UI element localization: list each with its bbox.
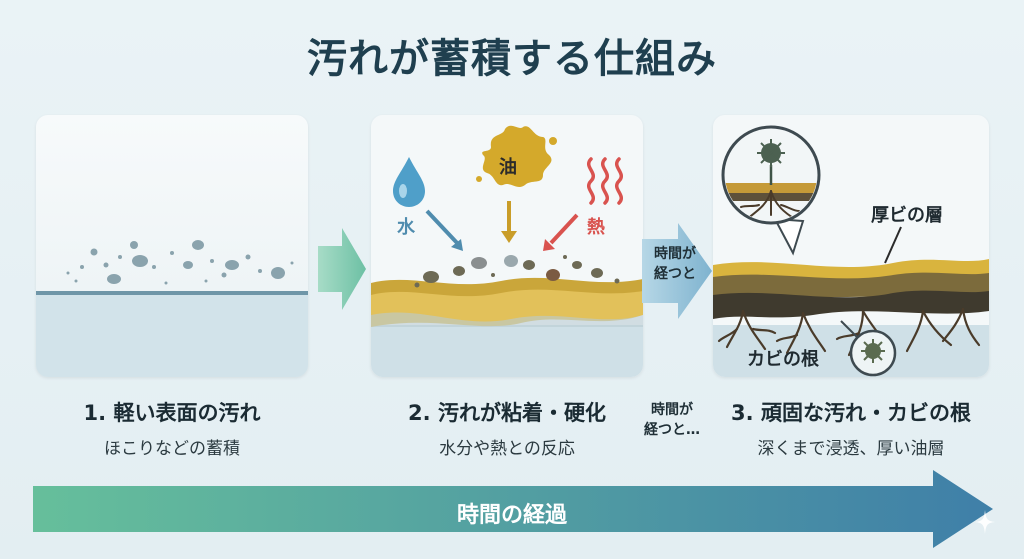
stage-2-panel: 水 油 熱 xyxy=(371,115,643,377)
stage-1-caption: 1. 軽い表面の汚れ xyxy=(83,401,261,425)
roots-label: カビの根 xyxy=(747,349,819,370)
transition-label-line2: 経つと xyxy=(654,266,696,282)
page-title: 汚れが蓄積する仕組み xyxy=(307,36,717,82)
oil-splat-icon xyxy=(476,125,557,187)
stage-1-panel xyxy=(36,115,308,377)
heat-label: 熱 xyxy=(587,217,605,238)
timeline-label: 時間の経過 xyxy=(456,503,567,528)
between-caption-line2: 経つと… xyxy=(644,422,700,438)
stage-2-caption: 2. 汚れが粘着・硬化 xyxy=(408,401,606,425)
between-caption: 時間が 経つと… xyxy=(632,400,712,440)
stage-2-subcaption: 水分や熱との反応 xyxy=(439,439,575,459)
between-caption-line1: 時間が xyxy=(651,402,693,418)
stage-1-subcaption: ほこりなどの蓄積 xyxy=(104,439,240,459)
stage-arrow-2 xyxy=(642,223,712,319)
transition-arrow-label: 時間が 経つと xyxy=(642,244,708,284)
heat-icon xyxy=(587,157,623,205)
timeline-arrow xyxy=(33,470,993,548)
stage-3-subcaption: 深くまで浸透、厚い油層 xyxy=(757,439,945,459)
layer-label: 厚ビの層 xyxy=(871,205,943,226)
stage-3-caption: 3. 頑固な汚れ・カビの根 xyxy=(731,401,971,425)
stage-3-panel: 厚ビの層 カビの根 xyxy=(713,115,989,377)
water-drop-icon xyxy=(393,157,425,207)
transition-label-line1: 時間が xyxy=(654,246,696,262)
particles xyxy=(414,255,620,288)
magnifier-small-icon xyxy=(840,320,897,377)
water-label: 水 xyxy=(397,217,415,238)
dust-particles xyxy=(66,240,294,285)
sparkle-icon xyxy=(975,510,995,534)
oil-label: 油 xyxy=(499,157,517,178)
stage-arrow-1 xyxy=(318,228,366,310)
magnifier-top-icon xyxy=(721,125,821,256)
